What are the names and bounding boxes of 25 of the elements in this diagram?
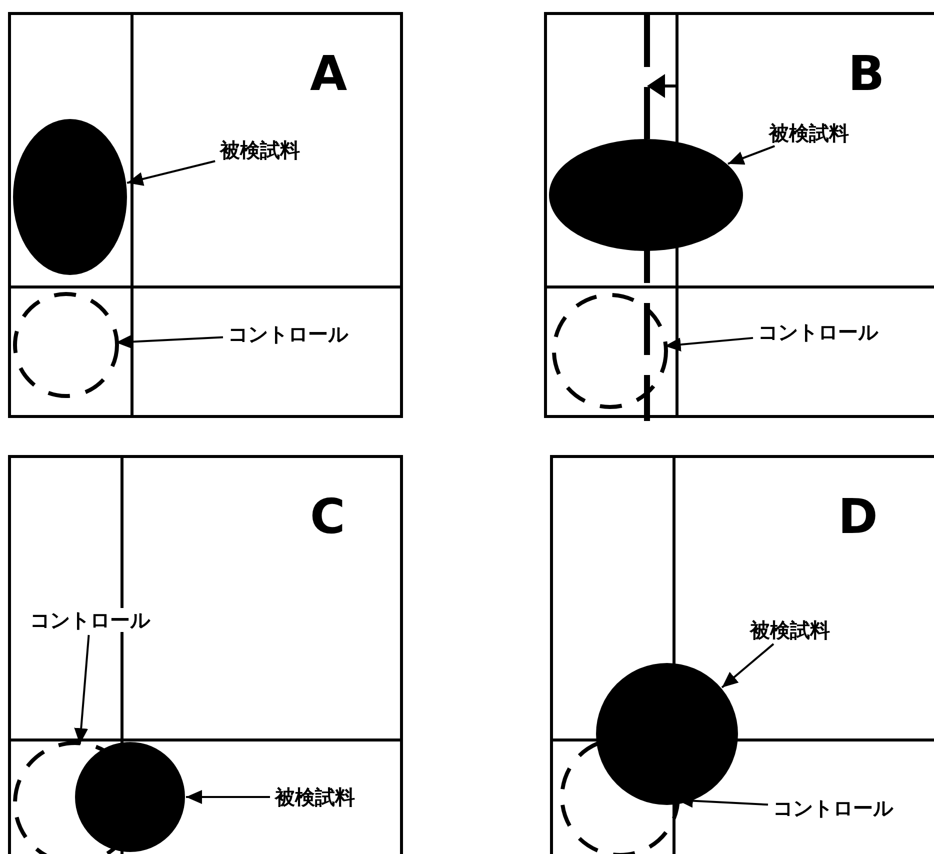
leader-arrow	[721, 643, 774, 688]
panel-letter: D	[838, 491, 878, 543]
control-spot	[12, 291, 120, 399]
panel	[8, 455, 403, 854]
text-label: 被検試料	[748, 618, 832, 642]
sample-spot	[13, 119, 127, 275]
text-label: 被検試料	[273, 785, 357, 809]
sample-spot	[549, 139, 743, 251]
leader-arrow	[664, 336, 754, 352]
panel-letter: C	[310, 491, 346, 543]
sample-spot	[596, 663, 738, 805]
sample-spot	[75, 742, 185, 852]
panel-letter: A	[310, 48, 348, 100]
panel-letter: B	[848, 48, 885, 100]
leader-arrow	[728, 145, 775, 165]
text-label: 被検試料	[767, 121, 851, 145]
panel	[544, 12, 934, 418]
text-label: 被検試料	[218, 138, 302, 162]
leader-arrow	[186, 790, 270, 804]
leader-arrow	[116, 334, 224, 349]
control-spot	[551, 292, 669, 410]
panel	[8, 12, 403, 418]
panel	[550, 455, 934, 854]
leader-arrow	[74, 634, 90, 744]
leader-arrow	[126, 160, 216, 186]
